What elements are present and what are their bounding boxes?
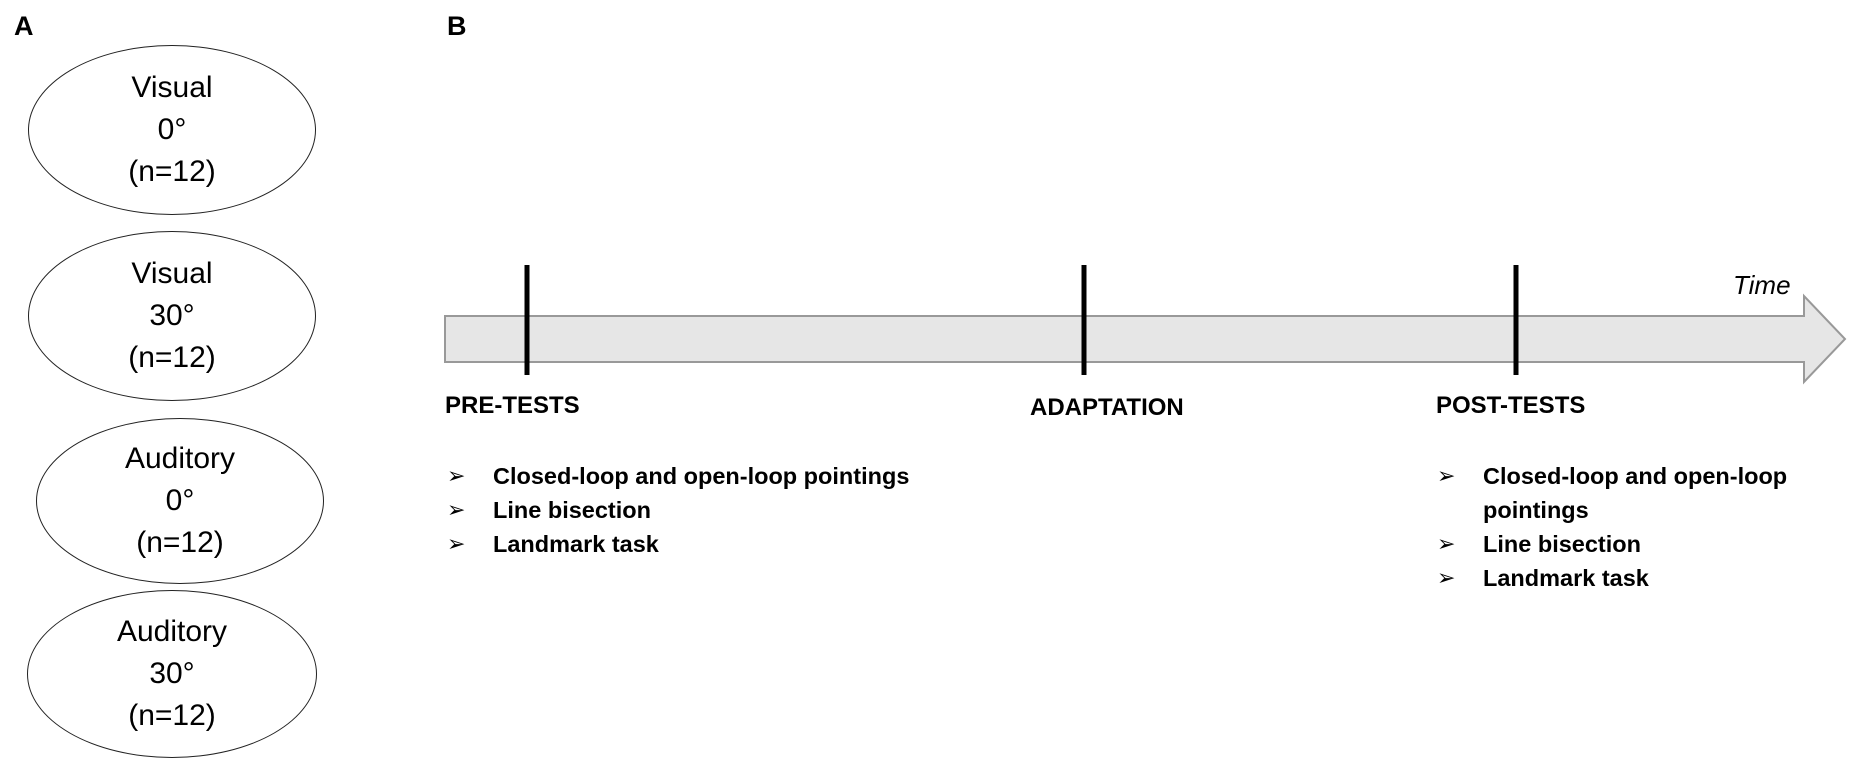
group-ellipse-visual-30: Visual 30° (n=12) (28, 231, 316, 401)
arrow-bullet-icon: ➢ (1437, 463, 1456, 488)
group-modality: Auditory (116, 615, 228, 648)
task-text: Line bisection (1483, 531, 1641, 557)
panel-a-label: A (14, 11, 34, 41)
task-text: Line bisection (493, 497, 651, 523)
task-text: Landmark task (1483, 565, 1649, 591)
task-text: Closed-loop and open-loop pointings (493, 463, 910, 489)
list-item: ➢ Landmark task (1437, 561, 1817, 595)
phase-label-adaptation: ADAPTATION (1030, 394, 1184, 421)
post-tests-task-list: ➢ Closed-loop and open-loop pointings ➢ … (1437, 459, 1817, 595)
list-item: ➢ Line bisection (1437, 527, 1817, 561)
list-item: ➢ Closed-loop and open-loop pointings (1437, 459, 1817, 527)
group-ellipse-visual-0: Visual 0° (n=12) (28, 45, 316, 215)
arrow-bullet-icon: ➢ (1437, 531, 1456, 556)
pre-tests-task-list: ➢ Closed-loop and open-loop pointings ➢ … (447, 459, 1007, 561)
phase-label-pre-tests: PRE-TESTS (445, 392, 580, 419)
arrow-bullet-icon: ➢ (1437, 565, 1456, 590)
group-ellipse-auditory-0: Auditory 0° (n=12) (36, 418, 324, 584)
group-angle: 30° (149, 657, 195, 690)
arrow-bullet-icon: ➢ (447, 531, 466, 556)
group-ellipse-auditory-30: Auditory 30° (n=12) (27, 590, 317, 758)
group-list: Visual 0° (n=12) Visual 30° (n=12) Audit… (0, 0, 340, 763)
group-modality: Visual (131, 71, 213, 104)
time-arrow (444, 293, 1847, 385)
arrow-bullet-icon: ➢ (447, 463, 466, 488)
task-text: Closed-loop and open-loop pointings (1483, 463, 1788, 523)
group-angle: 30° (149, 299, 195, 332)
group-count: (n=12) (128, 155, 216, 188)
time-axis-label: Time (1733, 270, 1791, 300)
phase-label-post-tests: POST-TESTS (1436, 392, 1586, 419)
group-count: (n=12) (136, 526, 224, 559)
list-item: ➢ Line bisection (447, 493, 1007, 527)
list-item: ➢ Closed-loop and open-loop pointings (447, 459, 1007, 493)
group-angle: 0° (157, 113, 187, 146)
group-modality: Auditory (124, 442, 236, 475)
group-count: (n=12) (128, 341, 216, 374)
panel-b-label: B (447, 11, 467, 41)
group-modality: Visual (131, 257, 213, 290)
arrow-bullet-icon: ➢ (447, 497, 466, 522)
group-angle: 0° (165, 484, 195, 517)
group-count: (n=12) (128, 699, 216, 732)
list-item: ➢ Landmark task (447, 527, 1007, 561)
task-text: Landmark task (493, 531, 659, 557)
